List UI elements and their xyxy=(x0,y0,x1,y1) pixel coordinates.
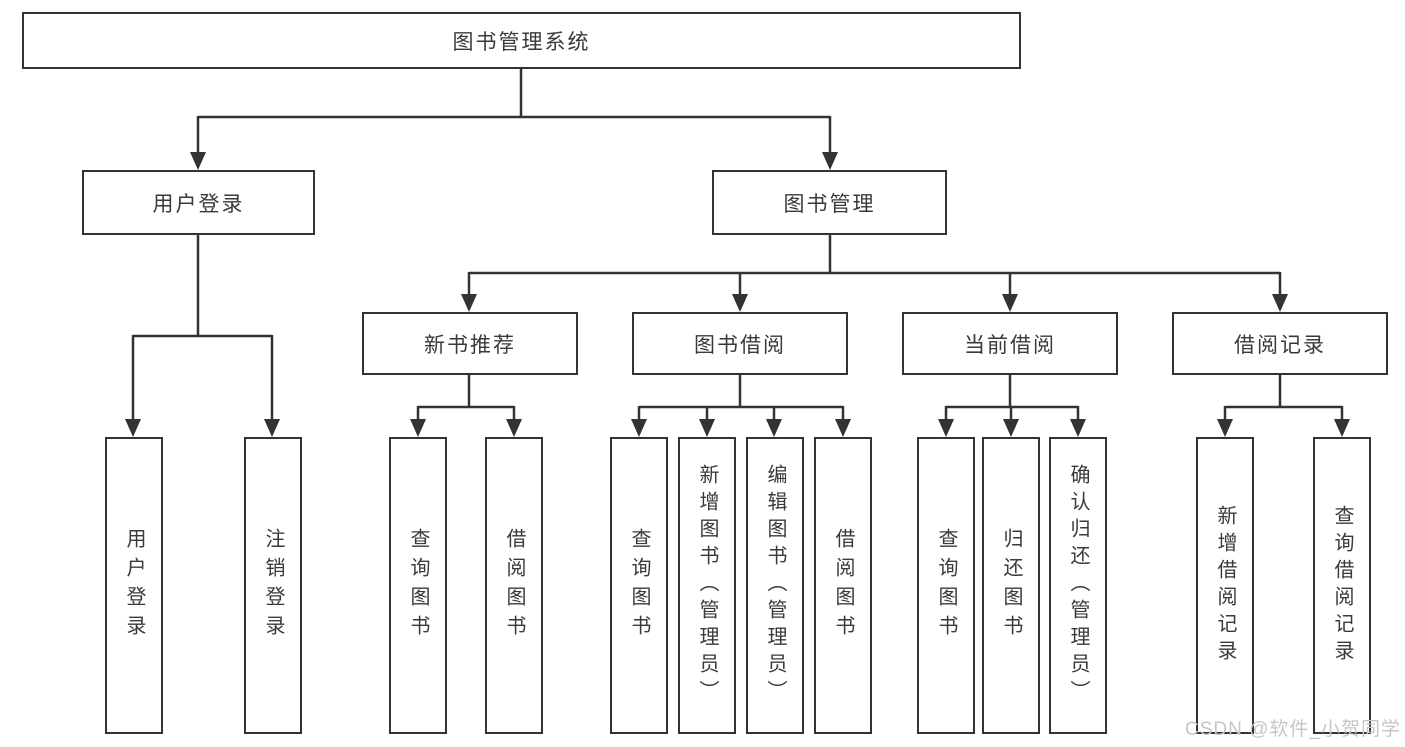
leaf-borrow-edit-books-admin: 编辑图书（管理员） xyxy=(746,437,804,734)
node-library-management-system: 图书管理系统 xyxy=(22,12,1021,69)
leaf-label: 新增借阅记录 xyxy=(1214,504,1236,667)
node-new-book-recommend: 新书推荐 xyxy=(362,312,578,375)
leaf-logout: 注销登录 xyxy=(244,437,302,734)
leaf-label: 编辑图书（管理员） xyxy=(764,464,786,707)
arrowhead xyxy=(631,419,647,437)
node-book-management-branch: 图书管理 xyxy=(712,170,947,235)
leaf-label: 查询借阅记录 xyxy=(1331,504,1353,667)
leaf-record-add-borrow-record: 新增借阅记录 xyxy=(1196,437,1254,734)
arrowhead xyxy=(1217,419,1233,437)
leaf-borrow-query-books: 查询图书 xyxy=(610,437,668,734)
leaf-label: 查询图书 xyxy=(628,527,650,644)
leaf-borrow-add-books-admin: 新增图书（管理员） xyxy=(678,437,736,734)
arrowhead xyxy=(732,294,748,312)
arrowhead xyxy=(461,294,477,312)
leaf-label: 查询图书 xyxy=(407,527,429,644)
csdn-watermark: CSDN @软件_小贺同学 xyxy=(1185,719,1401,740)
arrowheads xyxy=(125,152,1350,437)
node-book-borrowing: 图书借阅 xyxy=(632,312,848,375)
arrowhead xyxy=(938,419,954,437)
arrowhead xyxy=(506,419,522,437)
leaf-current-return-books: 归还图书 xyxy=(982,437,1040,734)
leaf-label: 借阅图书 xyxy=(832,527,854,644)
leaf-label: 新增图书（管理员） xyxy=(696,464,718,707)
connector-path xyxy=(131,68,1344,420)
arrowhead xyxy=(699,419,715,437)
arrowhead xyxy=(1002,294,1018,312)
arrowhead xyxy=(1272,294,1288,312)
leaf-label: 归还图书 xyxy=(1000,527,1022,644)
node-current-borrowing: 当前借阅 xyxy=(902,312,1118,375)
arrowhead xyxy=(1003,419,1019,437)
leaf-newbook-query-books: 查询图书 xyxy=(389,437,447,734)
leaf-record-query-borrow-record: 查询借阅记录 xyxy=(1313,437,1371,734)
leaf-label: 确认归还（管理员） xyxy=(1067,464,1089,707)
arrowhead xyxy=(410,419,426,437)
node-user-login-branch: 用户登录 xyxy=(82,170,315,235)
arrowhead xyxy=(190,152,206,170)
leaf-label: 用户登录 xyxy=(123,527,145,644)
node-borrowing-records: 借阅记录 xyxy=(1172,312,1388,375)
arrowhead xyxy=(125,419,141,437)
leaf-current-confirm-return-admin: 确认归还（管理员） xyxy=(1049,437,1107,734)
arrowhead xyxy=(1070,419,1086,437)
leaf-label: 注销登录 xyxy=(262,527,284,644)
leaf-borrow-borrow-books: 借阅图书 xyxy=(814,437,872,734)
arrowhead xyxy=(835,419,851,437)
leaf-newbook-borrow-books: 借阅图书 xyxy=(485,437,543,734)
leaf-user-login: 用户登录 xyxy=(105,437,163,734)
leaf-label: 借阅图书 xyxy=(503,527,525,644)
leaf-current-query-books: 查询图书 xyxy=(917,437,975,734)
arrowhead xyxy=(766,419,782,437)
leaf-label: 查询图书 xyxy=(935,527,957,644)
arrowhead xyxy=(264,419,280,437)
arrowhead xyxy=(822,152,838,170)
arrowhead xyxy=(1334,419,1350,437)
